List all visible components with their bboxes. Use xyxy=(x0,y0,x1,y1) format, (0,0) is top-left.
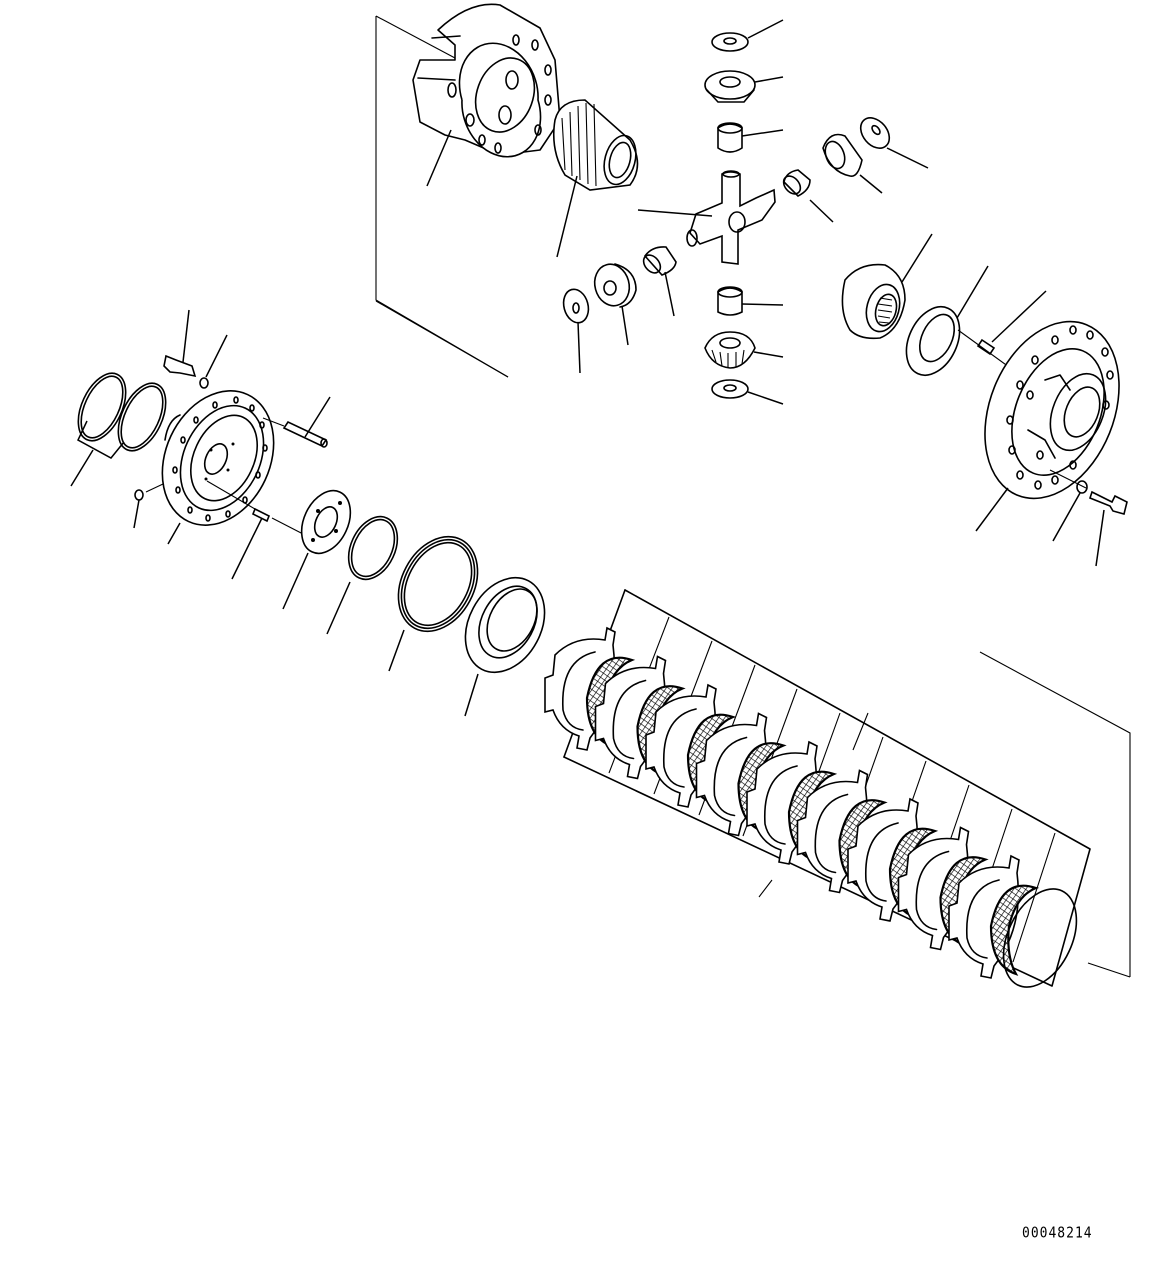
side-gear-left xyxy=(552,99,639,191)
hub-carrier xyxy=(161,390,275,526)
leader-line xyxy=(182,309,190,363)
spider-cross xyxy=(686,170,776,265)
leader-line xyxy=(741,129,784,137)
o-ring-large xyxy=(77,372,127,442)
leader-line xyxy=(426,129,452,187)
leader-line xyxy=(577,321,581,374)
leader-line xyxy=(167,522,181,545)
pinion-gear-right xyxy=(822,133,863,177)
leader-line xyxy=(1052,492,1081,542)
pinion-gear-left xyxy=(593,263,637,308)
friction-disc xyxy=(989,884,1040,976)
axis-line xyxy=(1049,469,1087,489)
leader-line xyxy=(464,673,479,717)
leader-line xyxy=(754,76,784,83)
dowel-pin-left xyxy=(251,507,271,523)
leader-line xyxy=(621,305,629,346)
leader-line xyxy=(991,290,1047,343)
leader-line xyxy=(956,265,989,319)
piston xyxy=(464,576,546,674)
axis-line xyxy=(262,417,285,427)
thrust-washer-left xyxy=(562,288,590,324)
thrust-washer-bottom xyxy=(711,379,749,399)
thrust-plate-right xyxy=(905,306,961,376)
leader-line xyxy=(859,174,883,194)
leader-line xyxy=(886,147,929,169)
seal-ring-large xyxy=(397,535,479,633)
dowel-pin-right xyxy=(976,338,996,356)
leader-line xyxy=(326,581,351,635)
leader-line xyxy=(133,499,140,529)
bushing-bottom xyxy=(717,286,743,316)
bushing-top xyxy=(717,122,743,153)
leader-line xyxy=(809,199,834,223)
leader-line xyxy=(205,334,228,378)
spring-pin xyxy=(282,420,328,448)
bolt-top-left xyxy=(163,354,197,378)
leader-line xyxy=(231,517,263,580)
plug-left xyxy=(134,489,144,501)
thrust-washer-right xyxy=(859,117,891,149)
leader-bracket xyxy=(70,420,125,487)
leader-line xyxy=(901,233,933,283)
leader-line xyxy=(637,209,713,217)
leader-line xyxy=(304,396,331,438)
leader-line xyxy=(664,271,675,317)
pinion-gear-top xyxy=(704,70,756,103)
washer-top-left xyxy=(199,377,209,389)
leader-line xyxy=(747,391,784,405)
differential-case-half xyxy=(412,3,561,158)
pinion-gear-bottom xyxy=(704,331,756,369)
bushing-left xyxy=(642,246,677,276)
leader-line xyxy=(1095,509,1105,567)
axis-line xyxy=(145,483,164,493)
seal-ring xyxy=(347,515,399,581)
brake-discs xyxy=(544,626,1078,988)
leader-line xyxy=(975,487,1009,532)
bushing-right xyxy=(782,169,811,197)
differential-case-flange xyxy=(984,320,1120,500)
leader-line xyxy=(753,351,784,358)
bolt-right xyxy=(1089,490,1128,515)
side-gear-right xyxy=(841,263,906,340)
leader-line xyxy=(388,629,405,672)
o-ring-small xyxy=(117,382,167,452)
leader-line xyxy=(741,303,784,306)
leader-line xyxy=(282,552,309,610)
plate xyxy=(300,489,352,555)
axis-line xyxy=(206,480,306,536)
washer-right xyxy=(1076,480,1088,494)
thrust-washer-top xyxy=(711,32,749,52)
leader-line xyxy=(556,175,578,258)
leader-line xyxy=(747,19,784,39)
drawing-number: 00048214 xyxy=(1022,1224,1093,1243)
bracket-line xyxy=(375,300,509,378)
